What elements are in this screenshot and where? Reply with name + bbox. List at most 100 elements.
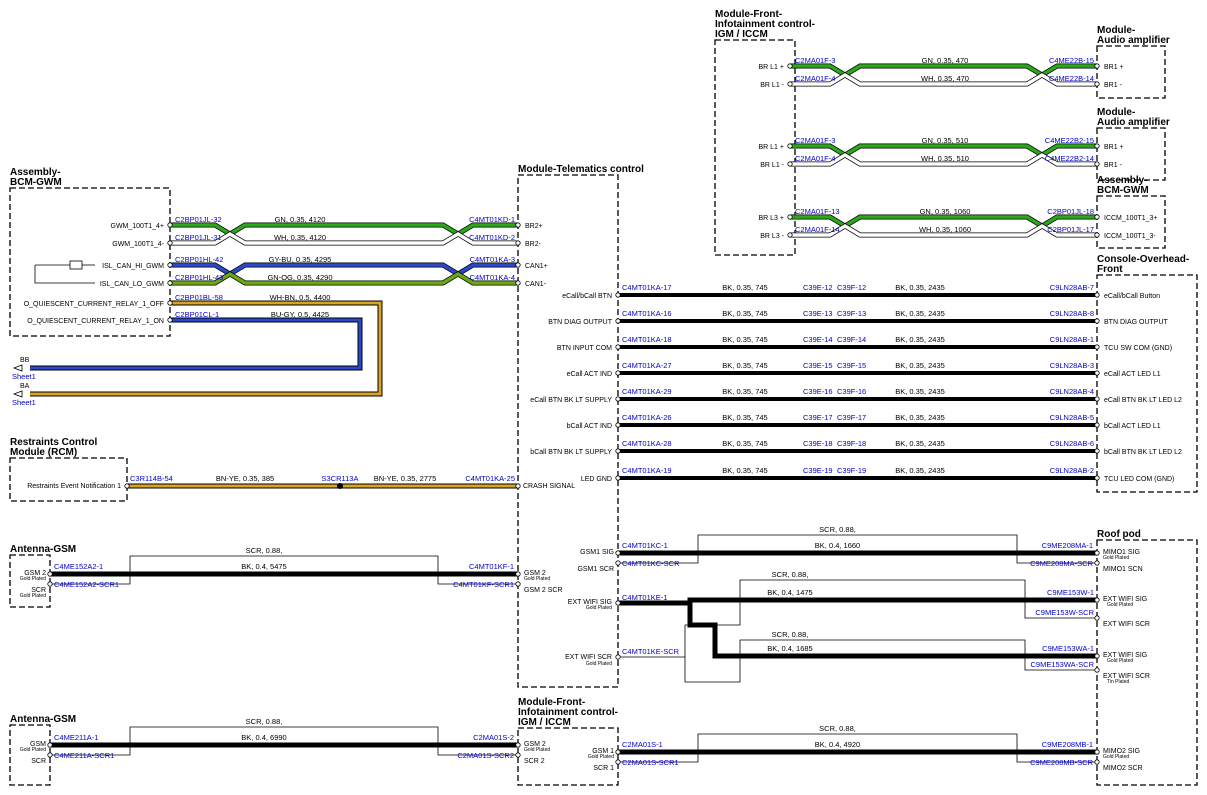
- wire-label: BK, 0.35, 2435: [895, 283, 945, 292]
- connector-label: C4ME152A2-SCR1: [54, 580, 119, 589]
- pin-label: BR1 +: [1104, 64, 1124, 71]
- connector-label: C4MT01KA-4: [470, 273, 515, 282]
- connector-label: C9LN28AB-4: [1050, 387, 1094, 396]
- shield-lead: [50, 574, 131, 585]
- module-title: BCM-GWM: [1097, 185, 1149, 196]
- connector-label: C2BP01JL-17: [1047, 225, 1094, 234]
- connector-label: C4MT01KA-19: [622, 466, 672, 475]
- pin-terminal: [124, 483, 130, 489]
- pin-sublabel: Gold Plated: [1103, 555, 1129, 561]
- wire-label: WH, 0.35, 470: [921, 74, 969, 83]
- module-title: Console-Overhead-: [1097, 254, 1189, 265]
- pin-label: BTN DIAG OUTPUT: [548, 319, 613, 326]
- connector-label: C2MA01F-4: [795, 74, 835, 83]
- wire-label: BK, 0.35, 2435: [895, 439, 945, 448]
- wire-label: GN-OG, 0.35, 4290: [267, 273, 332, 282]
- module-title: Assembly-: [1097, 175, 1148, 186]
- connector-label: C4MT01KF-SCR1: [453, 580, 514, 589]
- pin-sublabel: Gold Plated: [524, 576, 550, 582]
- connector-label: C9ME153WA-1: [1042, 644, 1094, 653]
- connector-label: C4MT01KA-16: [622, 309, 672, 318]
- wire-0: [170, 223, 518, 236]
- pin-label: EXT WIFI SIG: [1103, 652, 1147, 659]
- shield-lead: [618, 553, 699, 564]
- connector-label: C4MT01KC-1: [622, 541, 668, 550]
- wire-label: SCR, 0.88,: [772, 630, 809, 639]
- pin-sublabel: Gold Plated: [586, 605, 612, 611]
- relay-wire-0: [30, 301, 382, 396]
- connector-label: C39F-19: [837, 466, 866, 475]
- connector-label: C4MT01KA-17: [622, 283, 672, 292]
- connector-label: C9ME208MB-1: [1042, 740, 1093, 749]
- pin-terminal: [515, 222, 521, 228]
- module-title: IGM / ICCM: [715, 29, 768, 40]
- pin-terminal: [1094, 344, 1100, 350]
- wire-label: SCR, 0.88,: [246, 546, 283, 555]
- connector-label: C4MT01KA-3: [470, 255, 515, 264]
- module-title: Audio amplifier: [1097, 117, 1170, 128]
- connector-label: C9LN28AB-5: [1050, 413, 1094, 422]
- sheet-link: Sheet1: [12, 398, 36, 407]
- pin-terminal: [515, 752, 521, 758]
- module-box-amp2: [1096, 127, 1166, 181]
- pin-label: LED GND: [581, 476, 612, 483]
- pin-label: GSM: [30, 741, 46, 748]
- pin-terminal: [47, 571, 53, 577]
- pin-label: EXT WIFI SIG: [568, 599, 612, 606]
- connector-label: C2MA01F-13: [795, 207, 840, 216]
- pin-terminal: [167, 240, 173, 246]
- pin-label: BR L1 +: [759, 144, 785, 151]
- connector-label: C4MT01KA-27: [622, 361, 672, 370]
- connector-label: C9LN28AB-8: [1050, 309, 1094, 318]
- pin-label: O_QUIESCENT_CURRENT_RELAY_1_ON: [27, 318, 164, 325]
- wire-label: SCR, 0.88,: [819, 525, 856, 534]
- pin-terminal: [1094, 318, 1100, 324]
- pin-label: GSM 2: [24, 570, 46, 577]
- audio-wire-5: [790, 224, 1097, 237]
- pin-terminal: [1094, 63, 1100, 69]
- pin-label: ISL_CAN_HI_GWM: [102, 263, 164, 270]
- pin-label: MIMO1 SCN: [1103, 566, 1143, 573]
- pin-sublabel: Gold Plated: [20, 747, 46, 753]
- wire-label: BU-GY, 0.5, 4425: [271, 310, 329, 319]
- wire-label: BK, 0.4, 1475: [767, 588, 812, 597]
- module-title: Roof pod: [1097, 529, 1141, 540]
- connector-label: C2BP01HL-43: [175, 273, 223, 282]
- shield-lead: [1016, 752, 1097, 763]
- sheet-code: BB: [20, 357, 30, 364]
- connector-label: C4MT01KF-1: [469, 562, 514, 571]
- shield-wire: [697, 534, 1018, 553]
- audio-wire-3: [790, 153, 1097, 166]
- pin-label: EXT WIFI SCR: [1103, 621, 1150, 628]
- wire-label: BK, 0.35, 745: [722, 413, 767, 422]
- pin-terminal: [1094, 667, 1100, 673]
- wire-label: BK, 0.35, 745: [722, 361, 767, 370]
- static-wiring: [34, 260, 95, 284]
- module-title: Antenna-GSM: [10, 714, 76, 725]
- pin-terminal: [787, 232, 793, 238]
- wire-label: WH-BN, 0.5, 4400: [270, 293, 331, 302]
- shield-lead: [618, 752, 699, 763]
- wire-label: BK, 0.35, 2435: [895, 466, 945, 475]
- pin-label: EXT WIFI SCR: [1103, 673, 1150, 680]
- pin-terminal: [1094, 475, 1100, 481]
- module-title: Assembly-: [10, 167, 61, 178]
- module-title: Module-: [1097, 107, 1135, 118]
- pin-label: BR L1 -: [760, 82, 784, 89]
- pin-label: eCall BTN BK LT LED L2: [1104, 397, 1182, 404]
- pin-terminal: [167, 262, 173, 268]
- pin-label: TCU SW COM (GND): [1104, 345, 1172, 352]
- connector-label: C2MA01S-2: [473, 733, 514, 742]
- pin-sublabel: Gold Plated: [1107, 602, 1133, 608]
- connector-label: C2MA01S-SCR2: [457, 751, 514, 760]
- wire-label: BK, 0.4, 1685: [767, 644, 812, 653]
- connector-label: C9LN28AB-1: [1050, 335, 1094, 344]
- pin-terminal: [615, 292, 621, 298]
- pin-terminal: [47, 742, 53, 748]
- pin-terminal: [1094, 143, 1100, 149]
- wire-label: BK, 0.4, 5475: [241, 562, 286, 571]
- pin-label: EXT WIFI SIG: [1103, 596, 1147, 603]
- pin-label: eCall/bCall BTN: [562, 293, 612, 300]
- pin-label: eCall ACT LED L1: [1104, 371, 1161, 378]
